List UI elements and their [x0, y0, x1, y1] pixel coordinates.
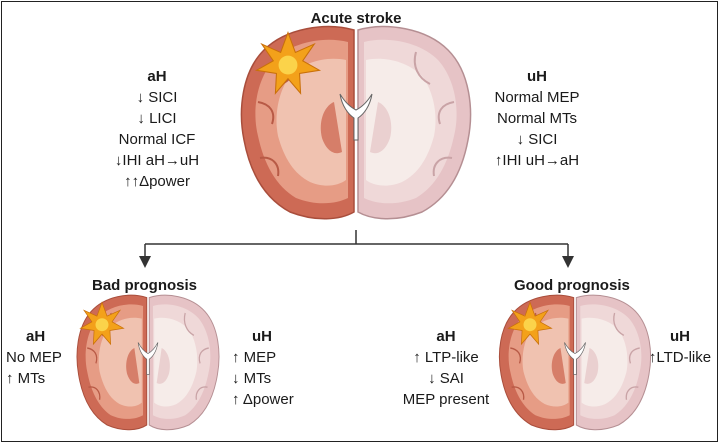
acute-unaffected-line: Normal MTs: [496, 110, 577, 127]
bad-unaffected-line: ↑ Δpower: [232, 391, 294, 408]
bad-prognosis-title: Bad prognosis: [92, 277, 198, 294]
acute-stroke-title: Acute stroke: [310, 10, 402, 27]
acute-unaffected-line: ↓ SICI: [516, 131, 558, 148]
bad-affected-heading: aH: [26, 328, 46, 345]
good-unaffected-line: ↑LTD-like: [648, 349, 712, 366]
good-affected-line: ↑ LTP-like: [413, 349, 479, 366]
acute-affected-line: ↑↑Δpower: [124, 173, 190, 190]
bad-unaffected-line: ↓ MTs: [232, 370, 272, 387]
good-affected-line: ↓ SAI: [428, 370, 464, 387]
acute-affected-line: ↓ LICI: [137, 110, 177, 127]
bad-affected-panel: aH No MEP ↑ MTs: [6, 326, 76, 389]
good-prognosis-title: Good prognosis: [514, 277, 630, 294]
bad-affected-line: No MEP: [6, 349, 62, 366]
branch-connector: [139, 230, 574, 268]
good-unaffected-heading: uH: [670, 328, 690, 345]
good-affected-heading: aH: [436, 328, 456, 345]
acute-unaffected-line: Normal MEP: [494, 89, 580, 106]
good-unaffected-panel: uH ↑LTD-like: [642, 326, 718, 368]
acute-unaffected-line: ↑IHI uH→aH: [494, 152, 580, 169]
good-affected-panel: aH ↑ LTP-like ↓ SAI MEP present: [386, 326, 506, 410]
acute-affected-line: ↓ SICI: [136, 89, 178, 106]
good-affected-line: MEP present: [402, 391, 490, 408]
bad-affected-line: ↑ MTs: [6, 370, 46, 387]
bad-unaffected-line: ↑ MEP: [232, 349, 277, 366]
acute-unaffected-panel: uH Normal MEP Normal MTs ↓ SICI ↑IHI uH→…: [472, 66, 602, 171]
bad-unaffected-heading: uH: [252, 328, 272, 345]
acute-affected-heading: aH: [147, 68, 167, 85]
acute-affected-line: Normal ICF: [118, 131, 196, 148]
acute-affected-panel: aH ↓ SICI ↓ LICI Normal ICF ↓IHI aH→uH ↑…: [92, 66, 222, 192]
bad-unaffected-panel: uH ↑ MEP ↓ MTs ↑ Δpower: [232, 326, 322, 410]
acute-affected-line: ↓IHI aH→uH: [114, 152, 200, 169]
acute-unaffected-heading: uH: [527, 68, 547, 85]
